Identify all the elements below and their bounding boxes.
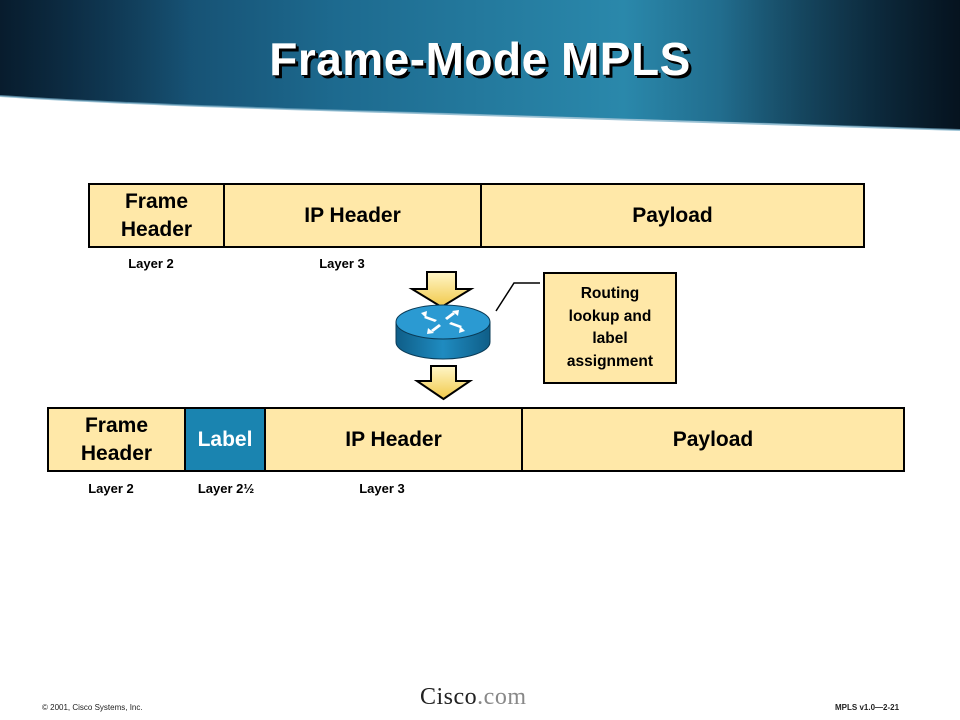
bottom-ip-header-cell: IP Header	[266, 409, 523, 470]
top-frame-header-cell: Frame Header	[90, 185, 225, 246]
down-arrow-top-icon	[408, 271, 475, 309]
bottom-frame-header-cell: Frame Header	[49, 409, 186, 470]
top-payload-cell: Payload	[632, 203, 713, 227]
copyright: © 2001, Cisco Systems, Inc.	[42, 703, 143, 712]
top-layer-3-label: Layer 3	[319, 256, 365, 271]
routing-lookup-note: Routing lookup and label assignment	[543, 272, 677, 384]
top-frame: Frame Header IP Header Payload	[88, 183, 865, 248]
cisco-logo: Cisco.com	[420, 684, 527, 710]
router-icon	[395, 304, 491, 360]
title-banner	[0, 0, 960, 135]
top-layer-2-label: Layer 2	[128, 256, 174, 271]
callout-line	[495, 282, 540, 312]
down-arrow-bottom-icon	[413, 365, 474, 401]
slide-title: Frame-Mode MPLS	[269, 33, 691, 85]
bottom-layer-3-label: Layer 3	[359, 481, 405, 496]
bottom-layer-2-label: Layer 2	[88, 481, 134, 496]
label-cell: Label	[186, 409, 266, 470]
bottom-frame: Frame Header Label IP Header Payload	[47, 407, 905, 472]
course-code: MPLS v1.0—2-21	[835, 703, 900, 712]
bottom-layer-2-half-label: Layer 2½	[197, 481, 255, 496]
bottom-payload-cell: Payload	[672, 427, 754, 451]
top-ip-header-cell: IP Header	[225, 185, 482, 246]
